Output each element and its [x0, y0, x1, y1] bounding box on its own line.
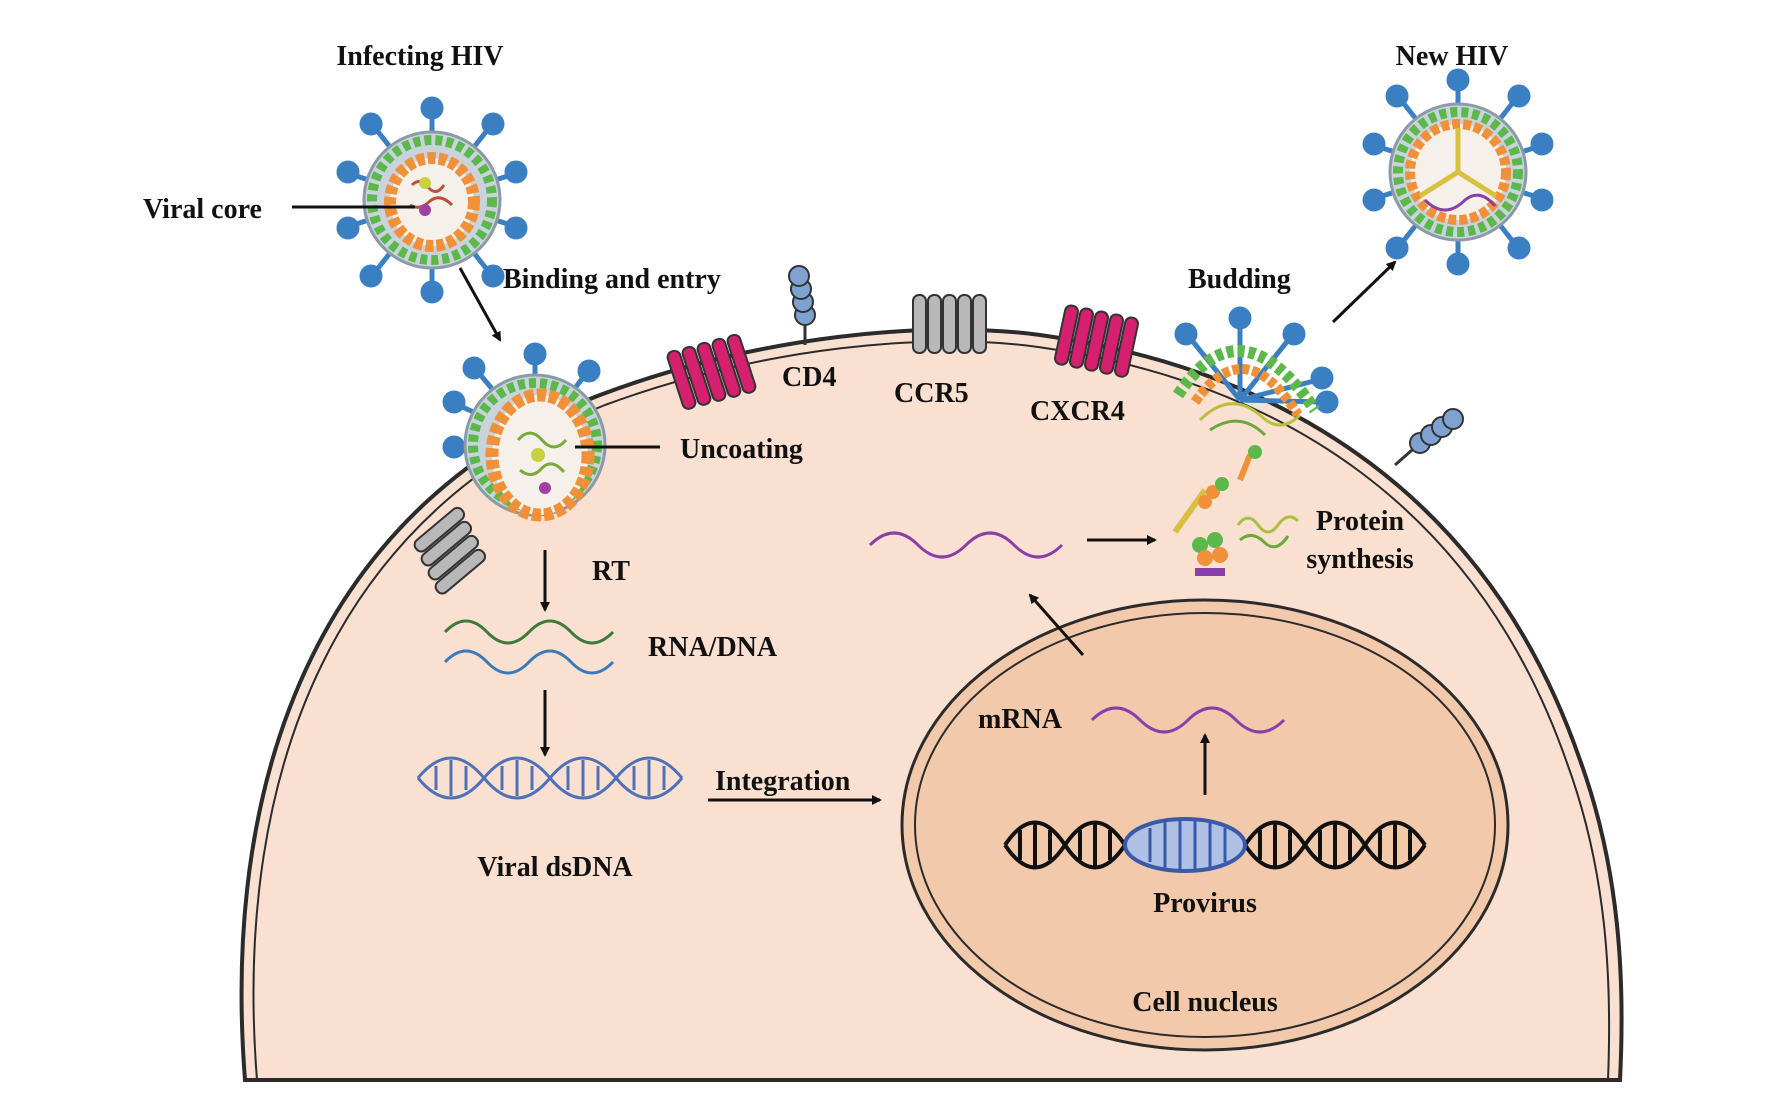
viral-proteins [1172, 445, 1300, 576]
label-binding-entry: Binding and entry [503, 264, 721, 295]
label-infecting-hiv: Infecting HIV [336, 41, 503, 72]
viral-matrix [1393, 107, 1523, 237]
label-mrna: mRNA [978, 704, 1063, 735]
label-protein: Protein [1316, 506, 1405, 537]
nuclear-envelope-inner [914, 612, 1496, 1038]
label-rna-dna: RNA/DNA [648, 632, 778, 663]
provirus-segment [1123, 817, 1247, 873]
host-dna-with-provirus [1003, 817, 1427, 873]
receptor-cxcr4-pink-left [666, 333, 757, 410]
new-hiv-virion [1362, 68, 1554, 276]
receptor-cd4 [788, 265, 816, 345]
label-synthesis: synthesis [1306, 544, 1413, 575]
cell-membrane-inner [252, 340, 1611, 1081]
label-provirus: Provirus [1153, 888, 1257, 919]
arrow-export [1028, 593, 1085, 656]
budding-virion [1172, 306, 1339, 437]
receptor-cxcr4-pink [1054, 304, 1139, 378]
arrow-binding [458, 267, 502, 342]
label-cd4: CD4 [782, 362, 836, 393]
label-integration: Integration [715, 766, 851, 797]
label-ccr5: CCR5 [894, 378, 969, 409]
rna-dna-hybrid [443, 619, 615, 675]
label-budding: Budding [1188, 264, 1291, 295]
receptor-ccr5-gray [912, 294, 987, 354]
entering-virion [442, 342, 607, 522]
arrow-release [1331, 260, 1397, 324]
label-cxcr4: CXCR4 [1030, 396, 1125, 427]
label-rt: RT [592, 556, 630, 587]
mrna-cytoplasm [868, 531, 1064, 559]
label-uncoating: Uncoating [680, 434, 803, 465]
receptor-coreceptor-gray-left [413, 506, 487, 595]
viral-matrix [367, 135, 497, 265]
label-cell-nucleus: Cell nucleus [1132, 987, 1278, 1018]
label-viral-core: Viral core [143, 194, 262, 225]
spike-icon [1174, 306, 1339, 414]
infecting-hiv-virion [336, 96, 528, 304]
receptor-cd4-right [1394, 408, 1464, 467]
label-viral-dsdna: Viral dsDNA [477, 852, 633, 883]
process-arrows [458, 260, 1397, 805]
viral-capsid [384, 152, 480, 252]
viral-dsdna-helix [416, 756, 684, 800]
mrna-nucleus [1090, 706, 1286, 734]
label-new-hiv: New HIV [1396, 41, 1509, 72]
